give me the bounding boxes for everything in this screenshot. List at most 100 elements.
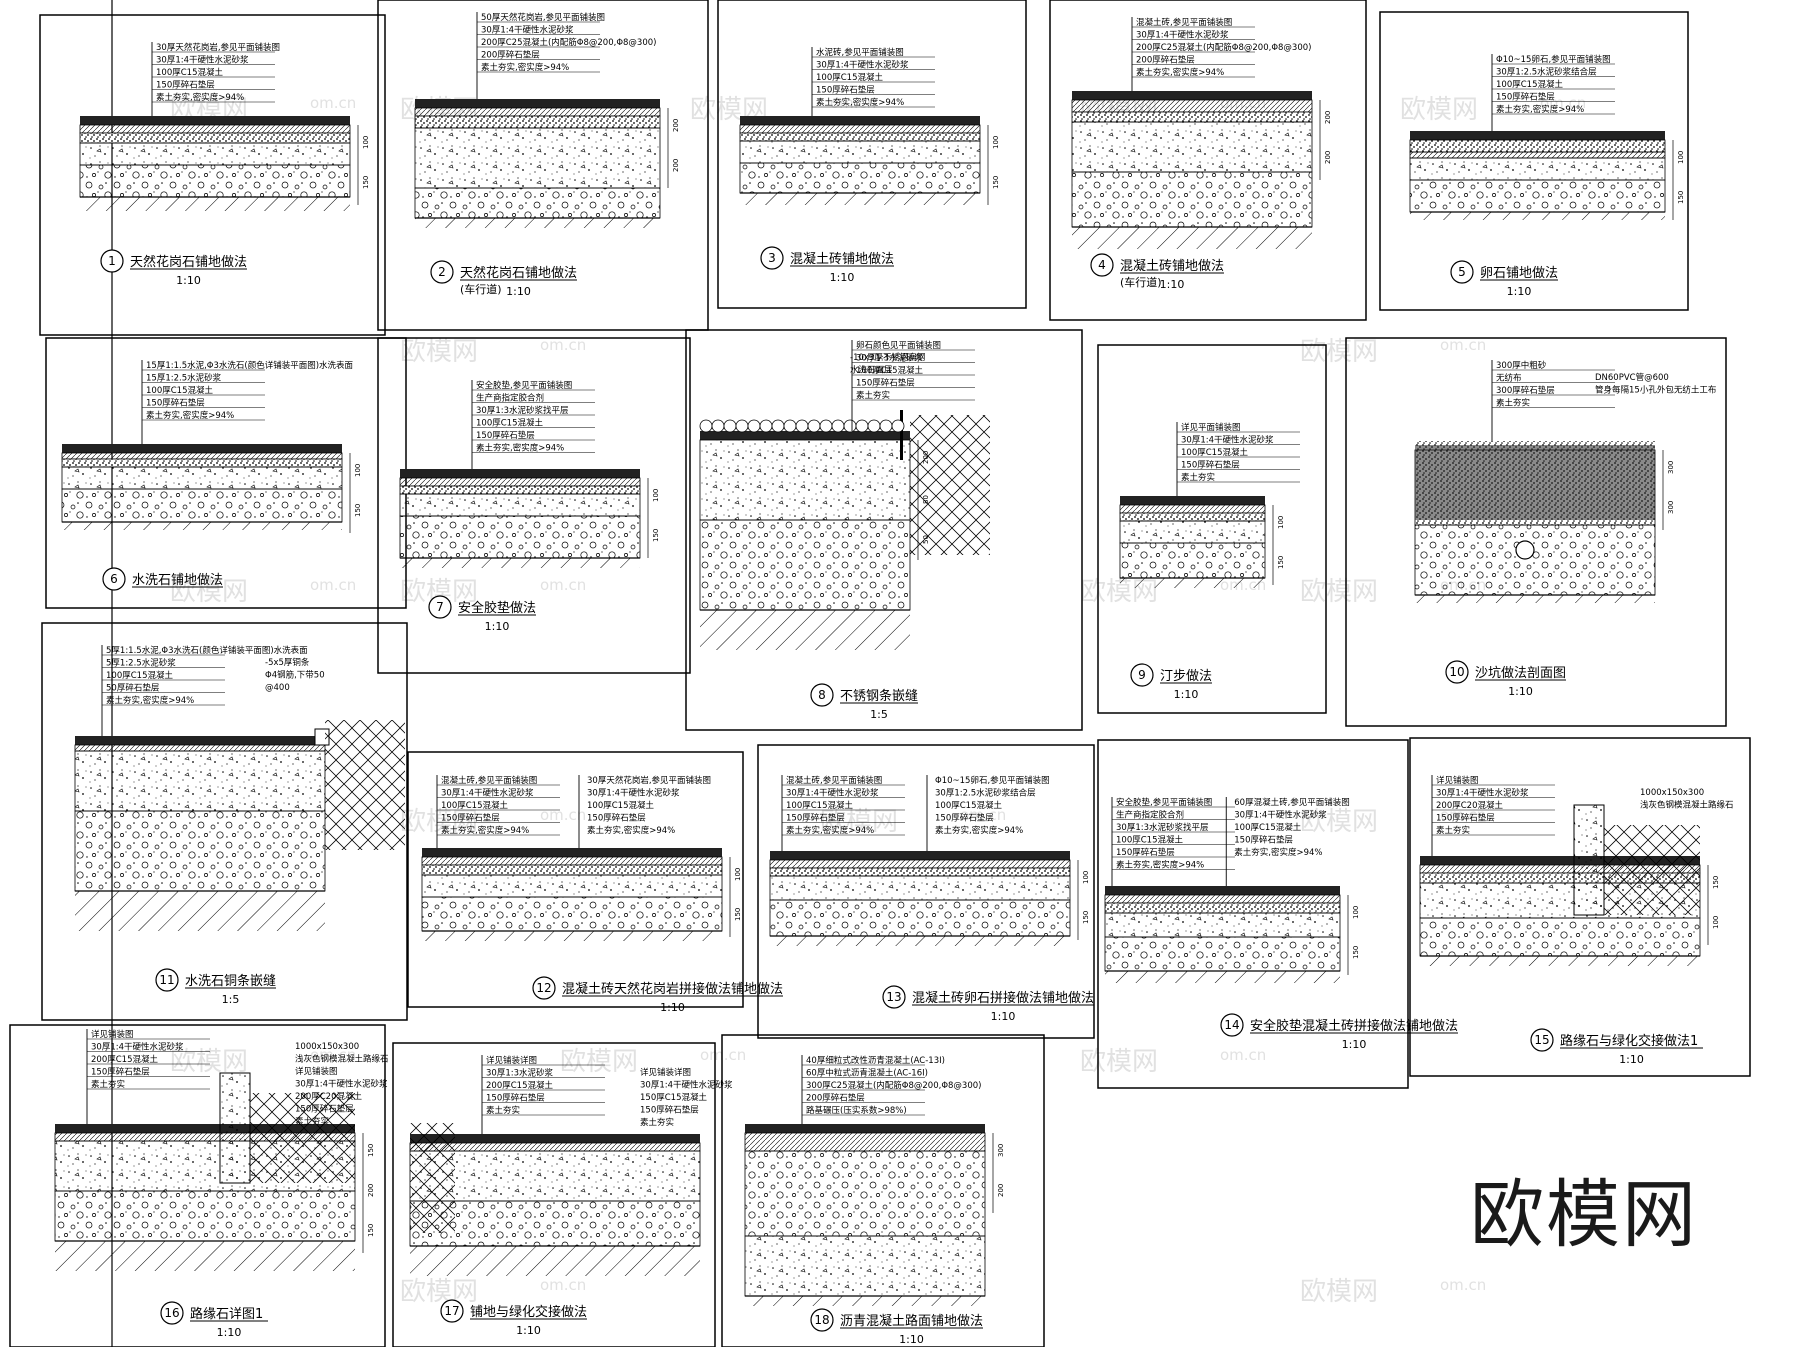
callout-label: 30厚1:4干硬性水泥砂浆 bbox=[640, 1080, 733, 1091]
detail-scale: 1:10 bbox=[1507, 285, 1532, 298]
paving-surface bbox=[422, 848, 722, 857]
panel-frame bbox=[377, 337, 691, 674]
detail-panel-2: 50厚天然花岗岩,参见平面铺装图30厚1:4干硬性水泥砂浆200厚C25混凝土(… bbox=[377, 0, 709, 331]
callout-label: -10x3厚不锈钢扁钢 bbox=[850, 352, 925, 363]
layer-label: 素土夯实 bbox=[856, 390, 890, 401]
detail-scale: 1:10 bbox=[217, 1326, 242, 1339]
layer-label: 30厚天然花岗岩,参见平面铺装图 bbox=[156, 42, 280, 53]
detail-scale: 1:10 bbox=[991, 1010, 1016, 1023]
compacted-soil bbox=[1410, 212, 1665, 220]
layer-label: 150厚碎石垫层 bbox=[146, 398, 205, 409]
gravel-layer bbox=[1104, 936, 1341, 972]
compacted-soil bbox=[75, 891, 325, 931]
gravel-layer bbox=[399, 515, 641, 559]
layer-label: 素土夯实,密实度>94% bbox=[1136, 67, 1224, 78]
dimension-value: 100 bbox=[652, 489, 660, 502]
paving-surface bbox=[1105, 886, 1340, 895]
sand-layer bbox=[739, 132, 981, 142]
detail-title: 铺地与绿化交接做法 bbox=[470, 1304, 587, 1320]
detail-title: 汀步做法 bbox=[1160, 669, 1212, 684]
compacted-soil bbox=[1415, 595, 1655, 603]
pebble bbox=[783, 419, 797, 433]
layer-label: 素土夯实,密实度>94% bbox=[106, 695, 194, 706]
layer-label: 150厚碎石垫层 bbox=[1116, 847, 1175, 858]
compacted-soil bbox=[410, 1246, 700, 1276]
gravel-layer bbox=[744, 1150, 986, 1237]
conc-layer bbox=[61, 466, 343, 490]
watermark-text: 欧模网 bbox=[400, 1277, 478, 1307]
compacted-soil bbox=[422, 931, 722, 941]
dimension-value: 100 bbox=[1277, 516, 1285, 529]
mortar-layer bbox=[61, 452, 343, 460]
detail-number-circle bbox=[1220, 1013, 1244, 1037]
pebble bbox=[771, 419, 785, 433]
dimension-value: 150 bbox=[1082, 911, 1090, 924]
layer-label: 150厚碎石垫层 bbox=[91, 1067, 150, 1078]
paving-surface bbox=[1072, 91, 1312, 100]
dimension-value: 150 bbox=[367, 1224, 375, 1237]
compacted-soil bbox=[415, 218, 660, 228]
layer-label: 素土夯实 bbox=[1436, 825, 1470, 836]
detail-number: 12 bbox=[536, 981, 551, 995]
layer-label: 30厚1:4干硬性水泥砂浆 bbox=[1181, 435, 1274, 446]
panel-frame bbox=[41, 622, 408, 1021]
detail-number: 14 bbox=[1224, 1018, 1239, 1032]
layer-label: 150厚碎石垫层 bbox=[856, 378, 915, 389]
paving-surface bbox=[700, 431, 910, 440]
pebble bbox=[891, 419, 905, 433]
layer-label: 100厚C15混凝土 bbox=[1116, 835, 1183, 846]
conc-layer bbox=[1409, 157, 1666, 181]
callout-label: 1000x150x300 bbox=[1640, 788, 1704, 798]
pebble bbox=[735, 419, 749, 433]
callout-label: 100厚C15混凝土 bbox=[935, 800, 1002, 811]
gravel-layer bbox=[79, 164, 351, 198]
panel-frame bbox=[39, 14, 386, 336]
gravel-layer bbox=[1119, 542, 1266, 579]
dimension-value: 200 bbox=[1324, 111, 1332, 124]
layer-label: 素土夯实 bbox=[1496, 398, 1530, 409]
layer-label: 素土夯实,密实度>94% bbox=[481, 62, 569, 73]
mortar-layer bbox=[79, 124, 351, 134]
sand-layer bbox=[1104, 902, 1341, 914]
detail-title: 不锈钢条嵌缝 bbox=[840, 688, 918, 704]
dimension-value: 200 bbox=[672, 119, 680, 132]
detail-panel-4: 混凝土砖,参见平面铺装图30厚1:4干硬性水泥砂浆200厚C25混凝土(内配筋Φ… bbox=[1049, 0, 1367, 321]
detail-title: 沥青混凝土路面铺地做法 bbox=[840, 1313, 983, 1329]
watermark-url: om.cn bbox=[1440, 336, 1486, 354]
pebble bbox=[759, 419, 773, 433]
layer-label: 15厚1:1.5水泥,Φ3水洗石(颜色详铺装平面图)水洗表面 bbox=[146, 360, 354, 371]
dimension-value: 100 bbox=[354, 464, 362, 477]
layer-label: 素土夯实 bbox=[91, 1079, 125, 1090]
dimension-value: 200 bbox=[367, 1184, 375, 1197]
callout-label: 1000x150x300 bbox=[295, 1042, 359, 1052]
layer-label: 素土夯实,密实度>94% bbox=[1116, 860, 1204, 871]
layer-label: 30厚1:4干硬性水泥砂浆 bbox=[1436, 788, 1529, 799]
callout-label: 素土夯实 bbox=[295, 1116, 329, 1127]
detail-scale: 1:10 bbox=[506, 285, 531, 298]
layer-label: 素土夯实,密实度>94% bbox=[786, 825, 874, 836]
layer-label: 60厚中粒式沥青混凝土(AC-16I) bbox=[806, 1068, 928, 1079]
dimension-value: 150 bbox=[1277, 556, 1285, 569]
layer-label: 200厚碎石垫层 bbox=[806, 1093, 865, 1104]
detail-number-circle bbox=[810, 1308, 834, 1332]
detail-number: 7 bbox=[436, 600, 444, 614]
dimension-value: 100 bbox=[362, 136, 370, 149]
planting-soil bbox=[250, 1093, 355, 1183]
dimension-value: 200 bbox=[997, 1184, 1005, 1197]
detail-number-circle bbox=[1445, 660, 1469, 684]
layer-label: 详见铺装图 bbox=[91, 1029, 134, 1040]
layer-label: 素土夯实 bbox=[486, 1105, 520, 1116]
layer-label: 200厚C25混凝土(内配筋Φ8@200,Φ8@300) bbox=[1136, 42, 1311, 53]
sand-layer bbox=[421, 864, 723, 876]
gravel-layer bbox=[1414, 524, 1656, 596]
detail-number: 6 bbox=[110, 572, 118, 586]
sand-fill bbox=[1415, 445, 1655, 520]
panel-frame bbox=[377, 0, 709, 331]
detail-title: 路缘石详图1 bbox=[190, 1306, 263, 1322]
detail-number: 2 bbox=[438, 265, 446, 279]
detail-panel-11: 5厚1:1.5水泥,Φ3水洗石(颜色详铺装平面图)水洗表面5厚1:2.5水泥砂浆… bbox=[41, 622, 408, 1021]
mortar-layer bbox=[1071, 99, 1313, 113]
pebble bbox=[819, 419, 833, 433]
layer-label: 300厚C25混凝土(内配筋Φ8@200,Φ8@300) bbox=[806, 1080, 981, 1091]
